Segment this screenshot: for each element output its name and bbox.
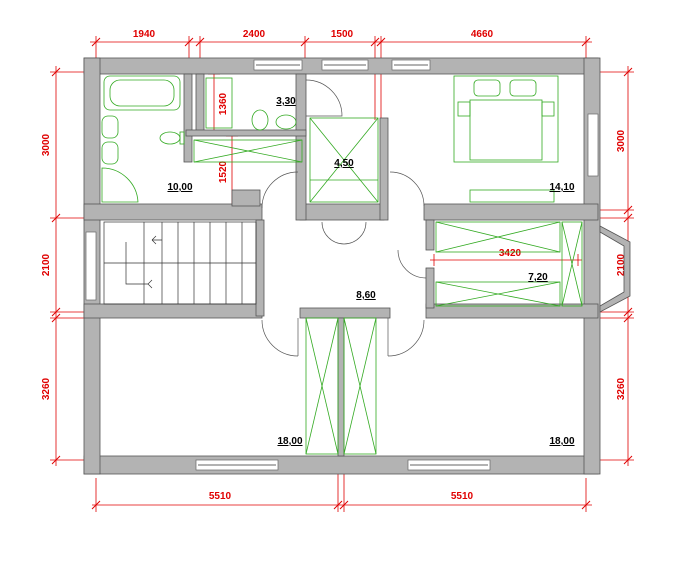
area-closet: 4,50 <box>334 158 354 169</box>
dim-internal-1360: 1360 <box>218 92 229 115</box>
dim-top-1: 1940 <box>133 29 156 40</box>
area-hall: 8,60 <box>356 290 376 301</box>
dim-bottom-2: 5510 <box>451 491 474 502</box>
dim-internal-1520: 1520 <box>218 160 229 183</box>
dim-left-2: 2100 <box>41 253 52 276</box>
dim-top-4: 4660 <box>471 29 494 40</box>
dim-left-3: 3260 <box>41 377 52 400</box>
area-dressing: 7,20 <box>528 272 548 283</box>
area-wc: 3,30 <box>276 96 296 107</box>
walls <box>83 57 631 475</box>
dim-bottom-1: 5510 <box>209 491 232 502</box>
fixtures <box>101 75 583 455</box>
area-bathroom: 10,00 <box>167 182 192 193</box>
doors <box>261 79 427 357</box>
dim-right-3: 3260 <box>616 377 627 400</box>
dim-left-1: 3000 <box>41 133 52 156</box>
windows <box>85 59 599 471</box>
dim-right-2: 2100 <box>616 253 627 276</box>
area-room-bottom-right: 18,00 <box>549 436 574 447</box>
room-labels: 10,00 3,30 4,50 14,10 8,60 7,20 18,00 18… <box>167 96 574 447</box>
dimension-lines <box>50 36 634 512</box>
staircase <box>103 221 257 305</box>
dim-top-2: 2400 <box>243 29 266 40</box>
dim-internal-3420: 3420 <box>499 248 522 259</box>
dim-top-3: 1500 <box>331 29 354 40</box>
area-room-bottom-left: 18,00 <box>277 436 302 447</box>
dimension-labels: 1940 2400 1500 4660 5510 5510 3000 2100 … <box>41 29 627 502</box>
dim-right-1: 3000 <box>616 129 627 152</box>
area-bedroom-top-right: 14,10 <box>549 182 574 193</box>
